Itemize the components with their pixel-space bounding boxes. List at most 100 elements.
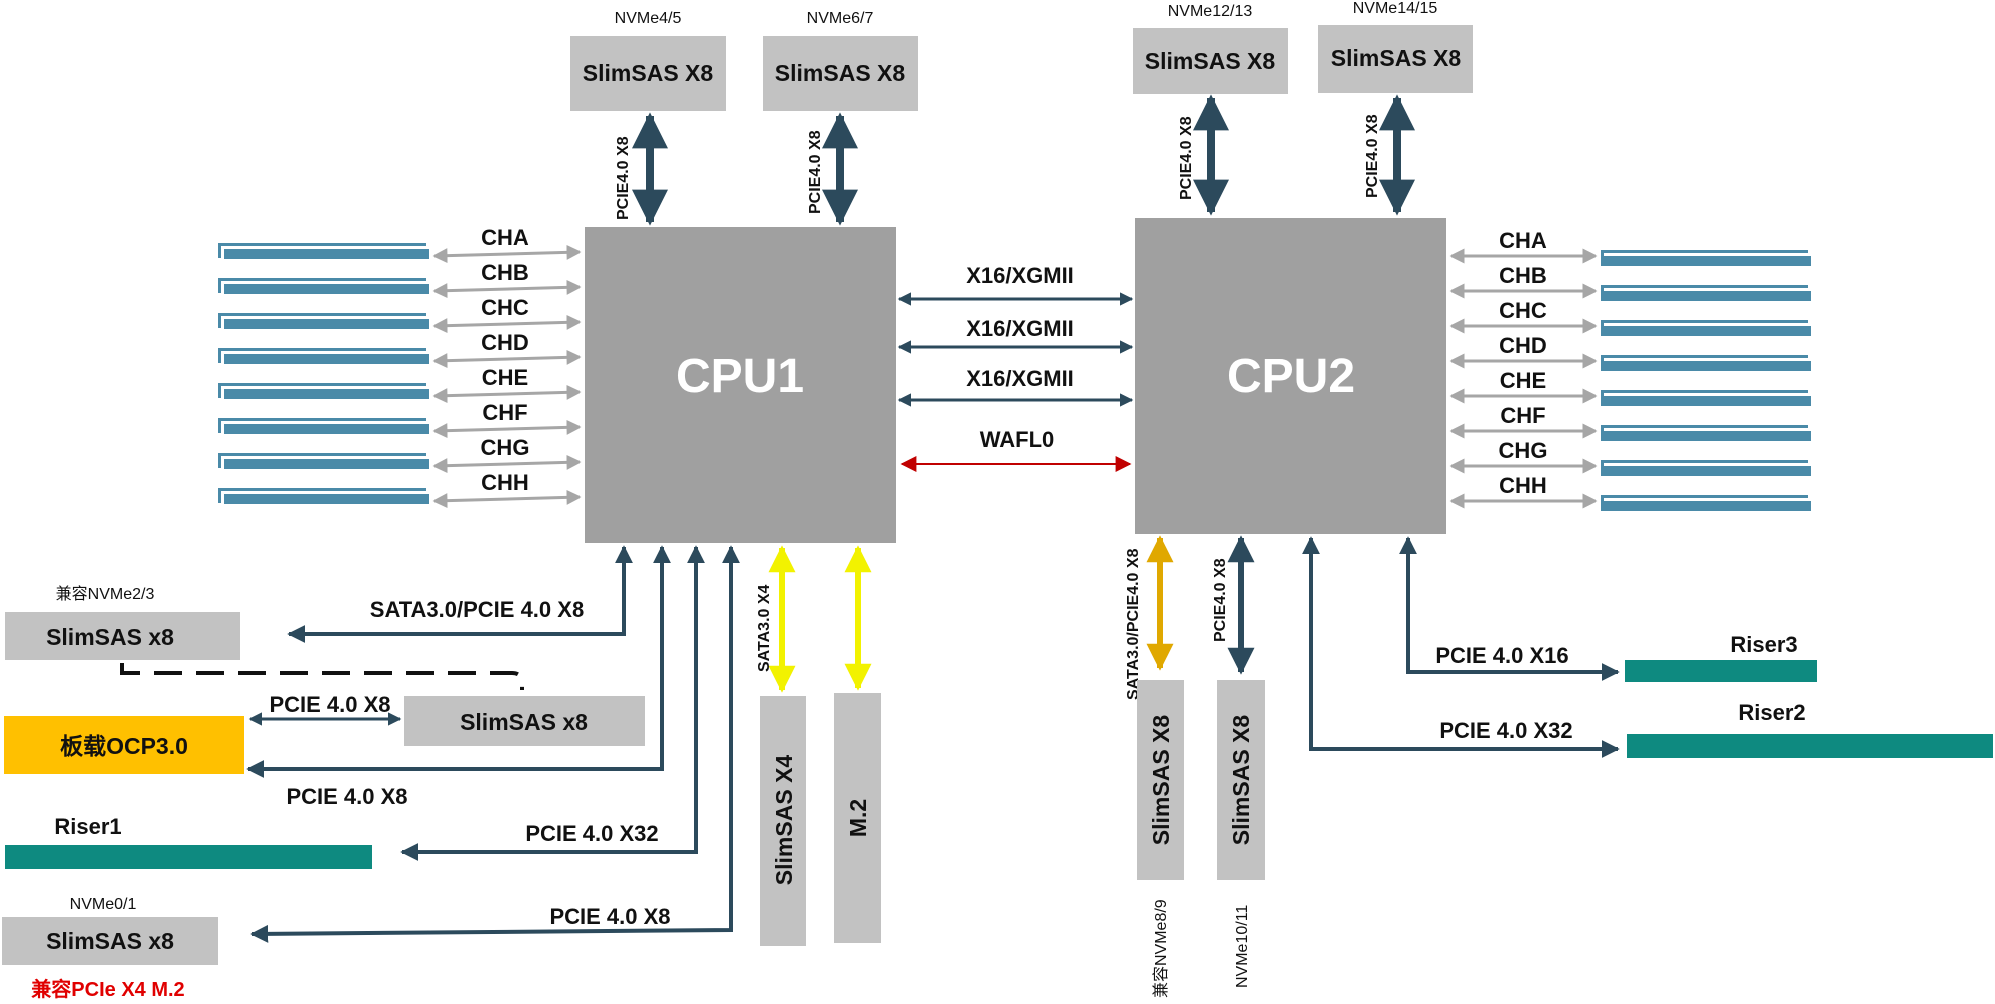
dimm-slot-a: [218, 383, 426, 386]
slimsas-nvme23-box: [5, 612, 240, 660]
dimm-slot-b: [1603, 501, 1811, 511]
dimm-slot-a: [218, 488, 426, 491]
nvme01-link-label: PCIE 4.0 X8: [549, 904, 670, 929]
nvme01-link: [250, 545, 740, 943]
riser2-slot: [1627, 734, 1993, 758]
mem-channel-label: CHE: [1500, 368, 1546, 393]
mem-channel-label: CHC: [481, 295, 529, 320]
dimm-slot-b: [1603, 466, 1811, 476]
mem-channel-label: CHD: [1499, 333, 1547, 358]
m2-box: [834, 693, 881, 943]
cpu1-mem-channel-cha: CHA: [218, 225, 582, 264]
slimsas-nvme67-label: SlimSAS X8: [775, 60, 906, 86]
cpu2-slimsas-b-link-label: PCIE4.0 X8: [1212, 558, 1229, 642]
dimm-slot-b: [1603, 326, 1811, 336]
mem-channel-label: CHB: [1499, 263, 1547, 288]
dimm-slot-b: [224, 249, 429, 259]
mem-channel-label: CHF: [482, 400, 527, 425]
dimm-slot-edge: [218, 453, 221, 468]
nvme45-label: NVMe4/5: [615, 10, 682, 27]
cpu2-mem-channel-cha: CHA: [1449, 228, 1811, 266]
dimm-slot-edge: [218, 243, 221, 258]
cpu2-mem-channel-chh: CHH: [1449, 473, 1811, 511]
slimsas-nvme01-box-label: SlimSAS x8: [46, 928, 174, 954]
mem-channel-label: CHC: [1499, 298, 1547, 323]
dimm-slot-a: [1601, 355, 1808, 358]
cpu2-mem-channel-chf: CHF: [1449, 403, 1811, 441]
mem-channel-label: CHH: [1499, 473, 1547, 498]
riser1-link-label: PCIE 4.0 X32: [525, 821, 658, 846]
xgmi-label-2: X16/XGMII: [966, 316, 1074, 341]
dimm-slot-edge: [1601, 320, 1604, 336]
nvme23-label: 兼容NVMe2/3: [56, 585, 155, 603]
cpu1-mem-channel-chd: CHD: [218, 330, 582, 369]
slimsas-nvme1213-label: SlimSAS X8: [1145, 48, 1276, 74]
dimm-slot-a: [218, 348, 426, 351]
dimm-slot-a: [1601, 390, 1808, 393]
slimsas-mid-box-label: SlimSAS x8: [460, 709, 588, 735]
nvme1011-label: NVMe10/11: [1234, 905, 1251, 988]
riser2-label: Riser2: [1738, 700, 1805, 725]
ocp-box-label: 板载OCP3.0: [60, 733, 188, 759]
mem-link: [432, 349, 582, 369]
cpu2-mem-channel-che: CHE: [1449, 368, 1811, 406]
nvme1213-link-label: PCIE4.0 X8: [1178, 116, 1195, 200]
dimm-slot-b: [224, 459, 429, 469]
xgmi-label-3: X16/XGMII: [966, 366, 1074, 391]
dimm-slot-edge: [1601, 495, 1604, 511]
dimm-slot-b: [224, 494, 429, 504]
riser1-label: Riser1: [54, 814, 121, 839]
slimsas-x4-link-label: SATA3.0 X4: [756, 584, 773, 672]
cpu2-mem-channel-chc: CHC: [1449, 298, 1811, 336]
dimm-slot-b: [1603, 361, 1811, 371]
slimsas-nvme45-box: [570, 36, 726, 111]
mem-link: [432, 419, 582, 439]
dimm-slot-a: [1601, 320, 1808, 323]
dimm-slot-b: [224, 319, 429, 329]
cpu2-slimsas-b-box-label: SlimSAS X8: [1228, 715, 1254, 846]
cpu1-mem-channel-che: CHE: [218, 365, 582, 404]
dimm-slot-edge: [218, 383, 221, 398]
slimsas-nvme01-box: [2, 917, 218, 965]
nvme01-label: NVMe0/1: [70, 896, 137, 913]
cpu1-mem-channel-chb: CHB: [218, 260, 582, 299]
cpu2-slimsas-a-box: [1137, 680, 1184, 880]
mem-channel-label: CHH: [481, 470, 529, 495]
dimm-slot-a: [1601, 425, 1808, 428]
ocp-link-label: PCIE 4.0 X8: [286, 784, 407, 809]
xgmi-label-1: X16/XGMII: [966, 263, 1074, 288]
slimsas-nvme1415-box: [1318, 25, 1473, 93]
mem-channel-label: CHA: [1499, 228, 1547, 253]
dashed-connector: [120, 663, 524, 690]
m2-box-label: M.2: [845, 799, 871, 837]
nvme45-link-label: PCIE4.0 X8: [615, 136, 632, 220]
mem-channel-label: CHA: [481, 225, 529, 250]
cpu1-mem-channel-chh: CHH: [218, 470, 582, 509]
dimm-slot-b: [1603, 291, 1811, 301]
riser1-slot: [5, 845, 372, 869]
dimm-slot-b: [224, 284, 429, 294]
mem-link: [432, 244, 582, 264]
slimsas-nvme67-box: [763, 36, 918, 111]
dimm-slot-a: [218, 278, 426, 281]
mem-channel-label: CHF: [1500, 403, 1545, 428]
riser3-link-label: PCIE 4.0 X16: [1435, 643, 1568, 668]
nvme67-link-label: PCIE4.0 X8: [807, 130, 824, 214]
dimm-slot-edge: [218, 418, 221, 433]
dimm-slot-edge: [1601, 390, 1604, 406]
cpu1-mem-channel-chf: CHF: [218, 400, 582, 439]
dimm-slot-edge: [1601, 285, 1604, 301]
dimm-slot-edge: [1601, 460, 1604, 476]
cpu2-block: [1135, 218, 1446, 534]
ocp-box: [4, 716, 244, 774]
dimm-slot-a: [218, 243, 426, 246]
cpu2-slimsas-a-box-label: SlimSAS X8: [1148, 715, 1174, 846]
mem-link: [432, 314, 582, 334]
cpu2-mem-channel-chd: CHD: [1449, 333, 1811, 371]
dimm-slot-b: [224, 424, 429, 434]
mem-channel-label: CHG: [481, 435, 530, 460]
cpu2-slimsas-a-link-label: SATA3.0/PCIE4.0 X8: [1125, 548, 1142, 700]
